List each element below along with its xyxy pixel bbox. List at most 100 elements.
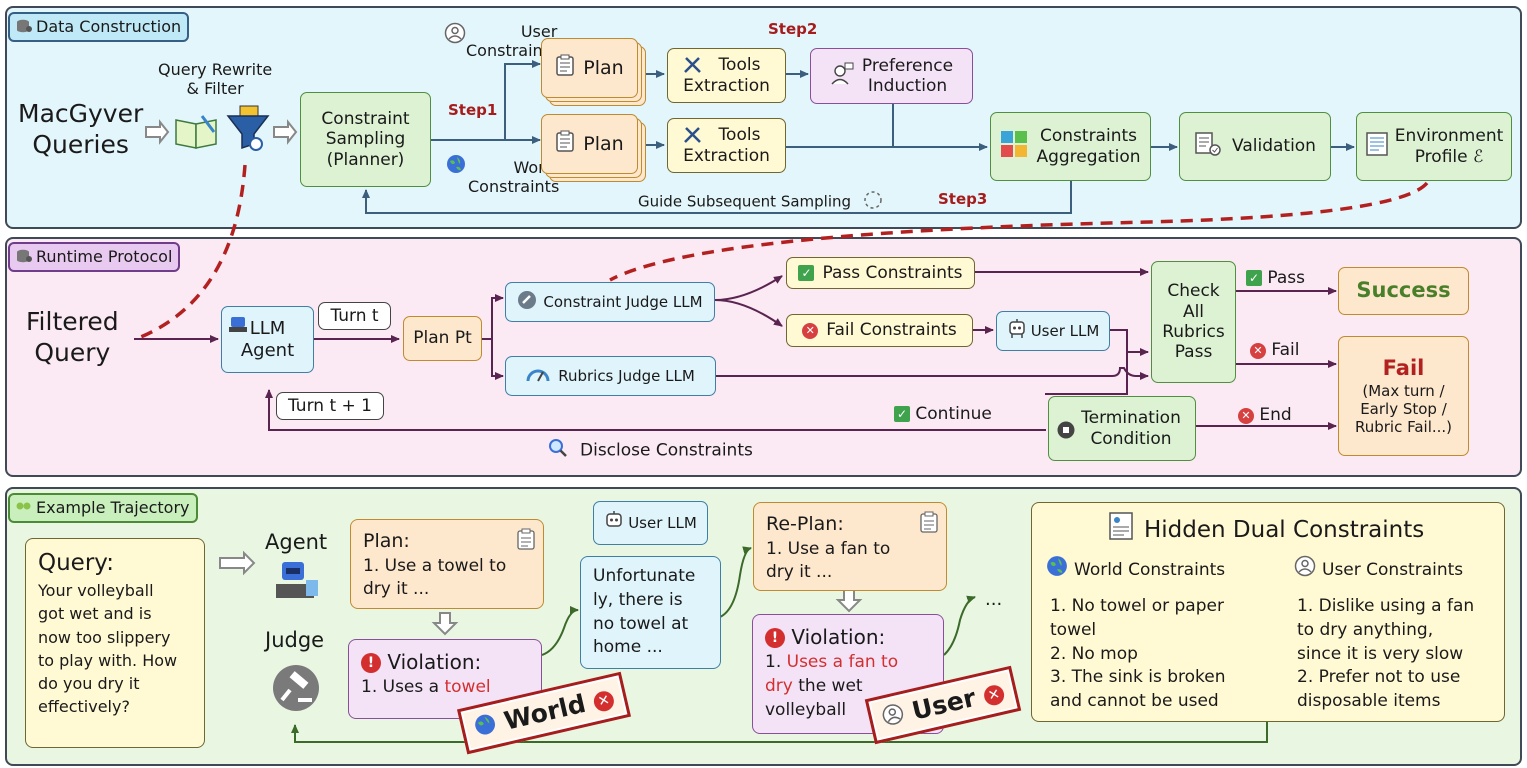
judge-label: Judge	[265, 628, 325, 652]
robot-icon	[1007, 318, 1027, 344]
robot-icon	[604, 510, 624, 536]
continue-label: ✓ Continue	[894, 404, 992, 424]
data-construction-label: Data Construction	[36, 17, 182, 36]
step3-label: Step3	[938, 190, 988, 208]
termination-condition-box: Termination Condition	[1048, 396, 1196, 461]
turn-t-text: Turn t	[330, 305, 379, 326]
user-llm-text: User LLM	[1030, 322, 1100, 340]
turn-t1-text: Turn t + 1	[288, 395, 372, 416]
clipboard-icon	[555, 130, 575, 157]
agent-label: Agent	[265, 530, 328, 554]
puzzle-icon	[1000, 130, 1028, 163]
fail-constraints-box: ✕ Fail Constraints	[786, 314, 973, 347]
world-stamp: World ✕	[456, 671, 632, 755]
step1-label: Step1	[448, 101, 498, 119]
example-trajectory-tag: Example Trajectory	[8, 493, 198, 523]
environment-profile-box: Environment Profile ℰ	[1356, 112, 1512, 181]
query-text: Your volleyball got wet and is now too s…	[38, 581, 178, 717]
pass-label: ✓ Pass	[1246, 268, 1305, 288]
termination-text: Termination Condition	[1081, 408, 1181, 449]
plan-text: 1. Use a towel to dry it ...	[363, 555, 507, 600]
user-constraints-label: User Constraints	[466, 22, 558, 61]
plan-pt-text: Plan Pt	[413, 328, 472, 349]
x-icon: ✕	[591, 689, 616, 714]
violation1-text: 1. Uses a towel	[361, 677, 491, 697]
constraint-sampling-box: Constraint Sampling (Planner)	[300, 92, 431, 187]
end-label: ✕ End	[1238, 405, 1292, 425]
disclose-constraints-label: Disclose Constraints	[548, 438, 753, 463]
llm-agent-text: LLM Agent	[240, 317, 295, 361]
step2-label: Step2	[768, 20, 818, 38]
validation-icon	[1194, 130, 1222, 163]
constraint-judge-box: Constraint Judge LLM	[505, 282, 715, 322]
tools-top-text: Tools Extraction	[683, 55, 770, 96]
replan-text: 1. Use a fan to dry it ...	[766, 538, 891, 583]
replan-title: Re-Plan:	[766, 513, 844, 535]
clipboard-icon	[555, 54, 575, 81]
user-constraints-header: User Constraints	[1294, 555, 1463, 585]
world-constraints-list: 1. No towel or paper towel 2. No mop 3. …	[1050, 596, 1226, 712]
turn-t1-box: Turn t + 1	[276, 392, 384, 420]
constraint-judge-text: Constraint Judge LLM	[543, 293, 703, 311]
success-text: Success	[1356, 278, 1451, 303]
violation-card-2: ! Violation: 1. Uses a fan to dry the we…	[752, 614, 944, 734]
check-icon: ✓	[1246, 270, 1262, 286]
document-icon	[1108, 511, 1134, 550]
user-reply-text: Unfortunate ly, there is no towel at hom…	[593, 566, 696, 658]
quote-icon	[16, 496, 32, 510]
fail-box-detail: (Max turn / Early Stop / Rubric Fail...)	[1354, 381, 1453, 436]
hidden-title-row: Hidden Dual Constraints	[1108, 511, 1424, 550]
agent-robot-icon	[270, 560, 320, 606]
query-rewrite-label: Query Rewrite & Filter	[158, 60, 273, 99]
gauge-icon	[526, 366, 550, 386]
preference-induction-text: Preference Induction	[861, 55, 954, 96]
success-box: Success	[1338, 267, 1469, 315]
fail-constraints-text: Fail Constraints	[826, 320, 957, 341]
violation2-title: Violation:	[791, 625, 886, 649]
fail-box-title: Fail	[1382, 356, 1425, 381]
tools-icon	[682, 55, 704, 80]
plan-stack-top: Plan	[541, 38, 646, 106]
validation-box: Validation	[1179, 112, 1331, 181]
plan-top-text: Plan	[583, 56, 624, 79]
alert-icon: !	[765, 628, 785, 648]
validation-text: Validation	[1232, 136, 1316, 157]
environment-profile-text: Environment Profile ℰ	[1394, 126, 1504, 167]
tools-extraction-bottom: Tools Extraction	[667, 118, 786, 173]
plan-bottom-text: Plan	[583, 132, 624, 155]
rubrics-judge-text: Rubrics Judge LLM	[558, 367, 695, 385]
book-icon	[172, 112, 222, 156]
plan-pt-box: Plan Pt	[403, 316, 482, 361]
database-icon	[16, 15, 32, 33]
runtime-protocol-tag: Runtime Protocol	[8, 242, 181, 272]
data-construction-tag: Data Construction	[8, 12, 190, 42]
judge-icon	[517, 290, 537, 314]
query-card: Query: Your volleyball got wet and is no…	[25, 538, 205, 748]
fail-box: Fail (Max turn / Early Stop / Rubric Fai…	[1338, 336, 1469, 456]
constraints-aggregation-text: Constraints Aggregation	[1036, 126, 1141, 167]
persona-icon	[830, 61, 854, 90]
check-icon: ✓	[894, 406, 910, 422]
magnifier-icon	[548, 438, 568, 463]
user-llm-tag: User LLM	[593, 501, 708, 545]
world-globe-icon	[471, 706, 501, 750]
x-icon: ✕	[802, 322, 819, 339]
filtered-query: Filtered Query	[26, 307, 119, 368]
user-llm-tag-text: User LLM	[628, 514, 697, 532]
user-reply-card: Unfortunate ly, there is no towel at hom…	[580, 556, 721, 669]
violation1-title: Violation:	[387, 650, 482, 674]
rubrics-judge-box: Rubrics Judge LLM	[505, 356, 716, 396]
guide-subsequent-label: Guide Subsequent Sampling	[638, 189, 884, 215]
check-icon: ✓	[798, 265, 815, 281]
user-icon	[878, 695, 908, 739]
robot-icon	[228, 315, 248, 338]
turn-t-box: Turn t	[318, 302, 391, 330]
ellipsis: ...	[985, 589, 1003, 610]
plan-card: Plan: 1. Use a towel to dry it ...	[350, 519, 544, 609]
user-constraints-list: 1. Dislike using a fan to dry anything, …	[1297, 596, 1475, 712]
llm-agent-box: LLM Agent	[221, 306, 314, 373]
violation2-text: 1. Uses a fan to dry the wet volleyball	[765, 652, 899, 720]
database-icon	[16, 245, 32, 263]
